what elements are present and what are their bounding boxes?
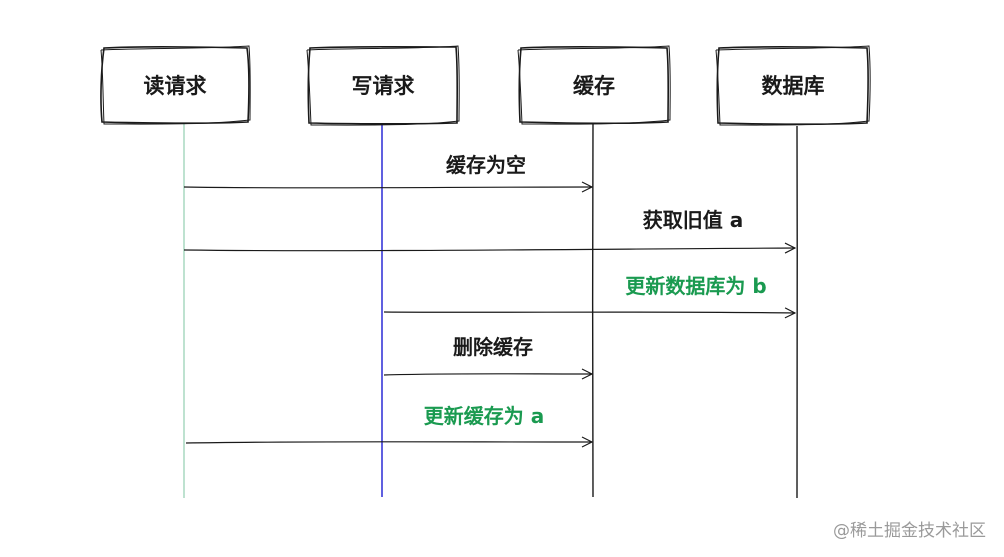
actor-box-read: 读请求: [100, 45, 251, 125]
message-3-label: 更新数据库为 b: [625, 274, 766, 298]
message-1: 缓存为空: [183, 153, 592, 188]
message-5: 更新缓存为 a: [185, 404, 592, 443]
actor-box-write: 写请求: [306, 45, 460, 126]
lifelines: [182, 120, 799, 499]
message-1-arrow: [183, 187, 592, 188]
message-1-label: 缓存为空: [446, 153, 526, 177]
actor-label-cache: 缓存: [573, 74, 615, 98]
message-2-arrow: [183, 248, 795, 251]
watermark-text: @稀土掘金技术社区: [833, 521, 986, 541]
message-5-arrow: [185, 442, 592, 443]
message-2: 获取旧值 a: [183, 208, 795, 251]
message-2-label: 获取旧值 a: [643, 208, 743, 232]
message-4-label: 删除缓存: [453, 335, 533, 359]
actor-label-write: 写请求: [352, 74, 415, 98]
message-4-arrow: [383, 374, 592, 375]
actor-label-db: 数据库: [762, 74, 825, 98]
actor-box-cache: 缓存: [517, 45, 671, 125]
actor-label-read: 读请求: [144, 74, 207, 98]
message-4: 删除缓存: [383, 335, 592, 375]
actor-box-db: 数据库: [715, 45, 871, 126]
message-3-arrow: [383, 312, 795, 313]
message-5-label: 更新缓存为 a: [424, 404, 544, 428]
message-3: 更新数据库为 b: [383, 274, 795, 313]
